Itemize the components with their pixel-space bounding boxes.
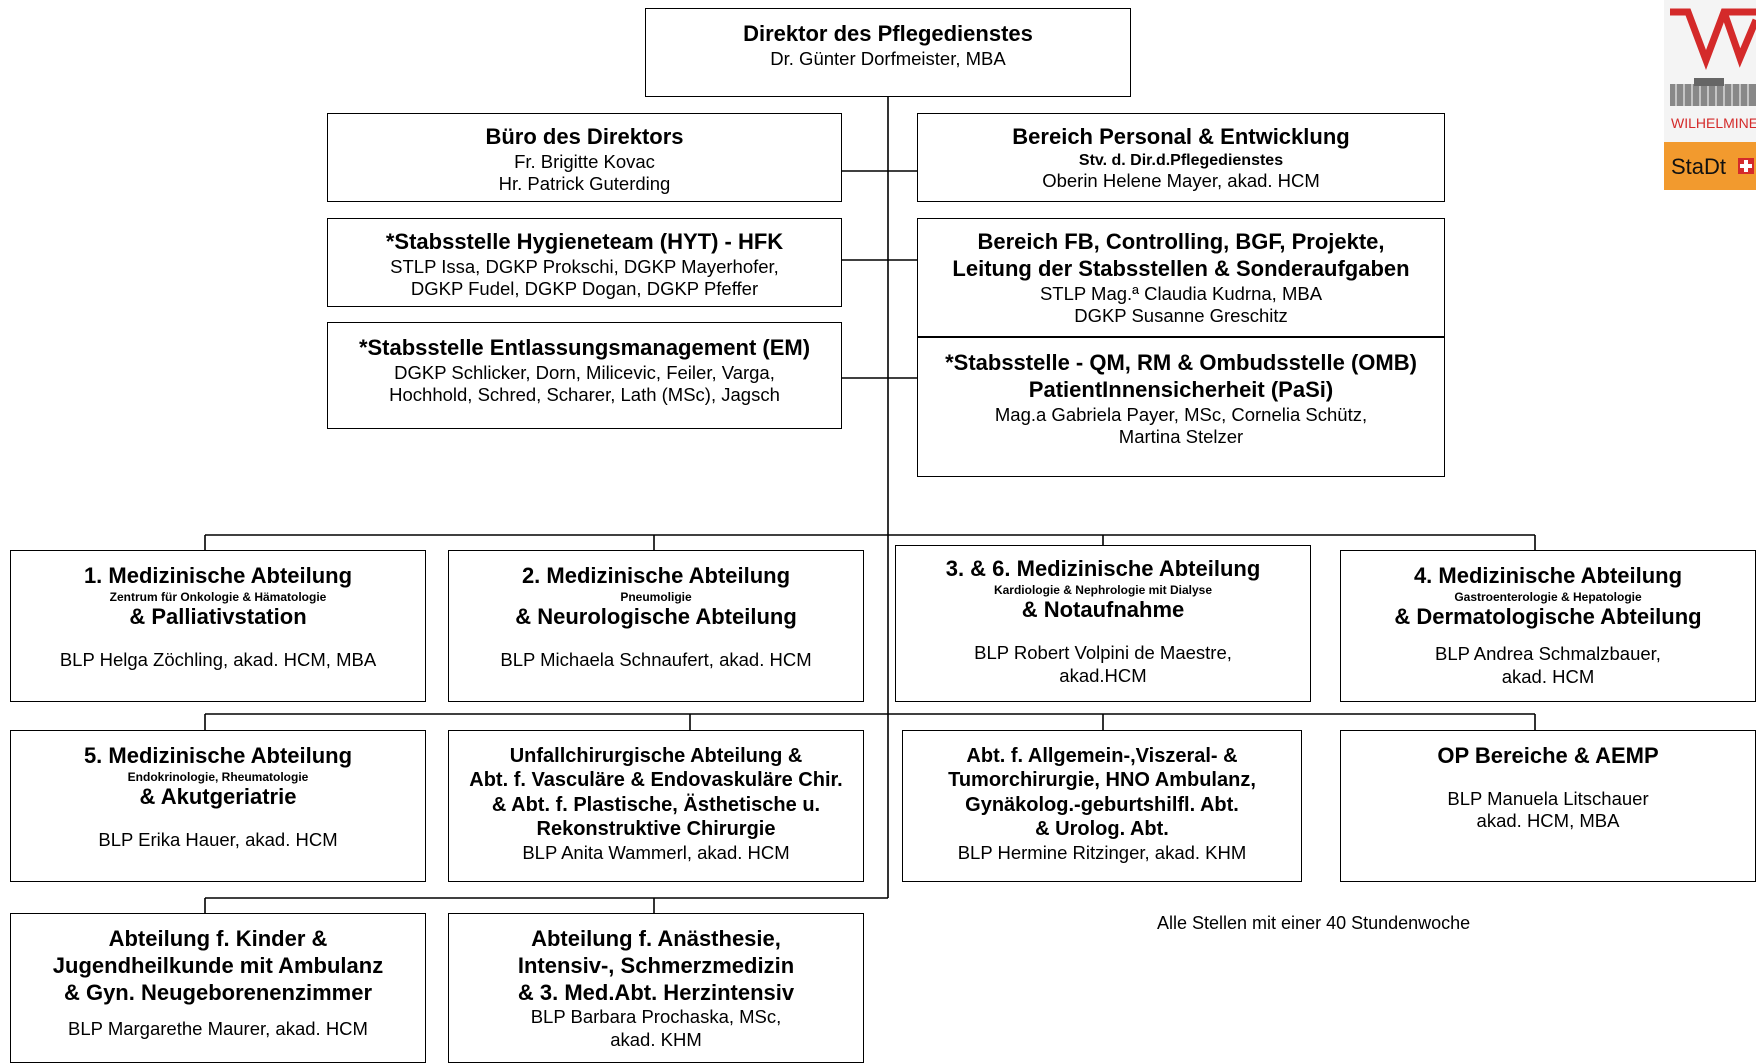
- staff-line: DGKP Susanne Greschitz: [1074, 305, 1288, 327]
- dept-box-2-med: 2. Medizinische Abteilung Pneumoligie & …: [448, 550, 864, 702]
- dept-box-4-med: 4. Medizinische Abteilung Gastroenterolo…: [1340, 550, 1756, 702]
- dept-subtitle: Zentrum für Onkologie & Hämatologie: [109, 589, 327, 604]
- staff-title: Leitung der Stabsstellen & Sonderaufgabe…: [952, 255, 1410, 281]
- dept-title-2: & Palliativstation: [129, 604, 307, 630]
- dept-title-2: & Notaufnahme: [1021, 597, 1185, 623]
- staff-box-buero: Büro des Direktors Fr. Brigitte Kovac Hr…: [327, 113, 842, 202]
- dept-title: & 3. Med.Abt. Herzintensiv: [517, 979, 795, 1005]
- staff-box-entlassung: *Stabsstelle Entlassungsmanagement (EM) …: [327, 322, 842, 429]
- dept-line: BLP Manuela Litschauer: [1447, 787, 1649, 809]
- dept-title-2: & Akutgeriatrie: [139, 784, 297, 810]
- dept-subtitle: Kardiologie & Nephrologie mit Dialyse: [993, 582, 1213, 597]
- staff-line: STLP Issa, DGKP Prokschi, DGKP Mayerhofe…: [390, 255, 779, 277]
- dept-title: Abteilung f. Kinder &: [108, 926, 328, 951]
- director-box: Direktor des Pflegedienstes Dr. Günter D…: [645, 8, 1131, 97]
- dept-line: BLP Robert Volpini de Maestre,: [974, 642, 1232, 664]
- dept-title: Tumorchirurgie, HNO Ambulanz,: [948, 769, 1256, 792]
- staff-line: Mag.a Gabriela Payer, MSc, Cornelia Schü…: [994, 403, 1368, 425]
- dept-box-3-6-med: 3. & 6. Medizinische Abteilung Kardiolog…: [895, 545, 1311, 702]
- staff-line: Fr. Brigitte Kovac: [514, 150, 655, 172]
- staff-line: Hr. Patrick Guterding: [498, 173, 671, 195]
- dept-title: Jugendheilkunde mit Ambulanz: [52, 952, 384, 978]
- footnote: Alle Stellen mit einer 40 Stundenwoche: [1157, 913, 1471, 933]
- director-title: Direktor des Pflegedienstes: [743, 21, 1033, 46]
- dept-subtitle: Endokrinologie, Rheumatologie: [127, 769, 309, 784]
- dept-line: BLP Anita Wammerl, akad. HCM: [522, 841, 790, 863]
- dept-subtitle: Pneumoligie: [620, 589, 692, 604]
- dept-title: & Abt. f. Plastische, Ästhetische u.: [491, 793, 821, 816]
- dept-title: 2. Medizinische Abteilung: [521, 563, 791, 588]
- director-name: Dr. Günter Dorfmeister, MBA: [770, 47, 1006, 69]
- staff-title: Büro des Direktors: [485, 124, 684, 149]
- dept-line: BLP Michaela Schnaufert, akad. HCM: [500, 649, 812, 671]
- dept-subtitle: Gastroenterologie & Hepatologie: [1454, 589, 1642, 604]
- dept-title: 5. Medizinische Abteilung: [83, 743, 353, 768]
- dept-title-2: & Dermatologische Abteilung: [1394, 604, 1702, 630]
- staff-box-qm: *Stabsstelle - QM, RM & Ombudsstelle (OM…: [917, 337, 1445, 477]
- dept-title: & Gyn. Neugeborenenzimmer: [63, 979, 373, 1005]
- dept-line: akad. HCM, MBA: [1476, 810, 1620, 832]
- staff-title: *Stabsstelle Hygieneteam (HYT) - HFK: [385, 229, 784, 254]
- dept-title: 1. Medizinische Abteilung: [83, 563, 353, 588]
- dept-title: Rekonstruktive Chirurgie: [536, 818, 776, 841]
- staff-box-personal: Bereich Personal & Entwicklung Stv. d. D…: [917, 113, 1445, 202]
- dept-box-anaesthesie: Abteilung f. Anästhesie, Intensiv-, Schm…: [448, 913, 864, 1063]
- dept-title: Intensiv-, Schmerzmedizin: [517, 952, 795, 978]
- hospital-logo: WILHELMINE StaDt: [1664, 0, 1756, 190]
- staff-title: *Stabsstelle Entlassungsmanagement (EM): [358, 335, 811, 360]
- staff-title: Bereich FB, Controlling, BGF, Projekte,: [977, 229, 1385, 254]
- staff-line: Hochhold, Schred, Scharer, Lath (MSc), J…: [389, 384, 780, 406]
- dept-line: akad. KHM: [610, 1029, 702, 1051]
- dept-box-op-bereiche: OP Bereiche & AEMP BLP Manuela Litschaue…: [1340, 730, 1756, 882]
- staff-title: PatientInnensicherheit (PaSi): [1028, 376, 1334, 402]
- staff-line: DGKP Fudel, DGKP Dogan, DGKP Pfeffer: [410, 278, 759, 300]
- staff-line: Martina Stelzer: [1118, 426, 1244, 448]
- logo-brand: StaDt: [1671, 154, 1726, 179]
- dept-line: BLP Hermine Ritzinger, akad. KHM: [957, 841, 1247, 863]
- dept-title-2: & Neurologische Abteilung: [515, 604, 797, 630]
- dept-title: 4. Medizinische Abteilung: [1413, 563, 1683, 588]
- dept-line: BLP Helga Zöchling, akad. HCM, MBA: [59, 649, 377, 671]
- dept-title: 3. & 6. Medizinische Abteilung: [945, 556, 1261, 581]
- dept-line: BLP Barbara Prochaska, MSc,: [530, 1006, 782, 1028]
- staff-title: Bereich Personal & Entwicklung: [1012, 124, 1350, 149]
- staff-title: *Stabsstelle - QM, RM & Ombudsstelle (OM…: [945, 350, 1417, 375]
- dept-box-unfallchirurgie: Unfallchirurgische Abteilung & Abt. f. V…: [448, 730, 864, 882]
- staff-line: Oberin Helene Mayer, akad. HCM: [1042, 170, 1320, 192]
- staff-line: STLP Mag.ª Claudia Kudrna, MBA: [1039, 282, 1323, 304]
- dept-title: Abteilung f. Anästhesie,: [531, 926, 781, 951]
- dept-box-allgemeinchirurgie: Abt. f. Allgemein-,Viszeral- & Tumorchir…: [902, 730, 1302, 882]
- dept-title: Gynäkolog.-geburtshilfl. Abt.: [965, 793, 1239, 816]
- dept-line: BLP Erika Hauer, akad. HCM: [98, 829, 338, 851]
- staff-box-controlling: Bereich FB, Controlling, BGF, Projekte, …: [917, 218, 1445, 337]
- dept-line: BLP Margarethe Maurer, akad. HCM: [68, 1018, 368, 1040]
- dept-title: OP Bereiche & AEMP: [1437, 743, 1659, 768]
- dept-title: Unfallchirurgische Abteilung &: [509, 745, 803, 767]
- staff-box-hygiene: *Stabsstelle Hygieneteam (HYT) - HFK STL…: [327, 218, 842, 307]
- dept-box-5-med: 5. Medizinische Abteilung Endokrinologie…: [10, 730, 426, 882]
- dept-line: BLP Andrea Schmalzbauer,: [1435, 643, 1661, 665]
- staff-line: DGKP Schlicker, Dorn, Milicevic, Feiler,…: [394, 361, 775, 383]
- dept-line: akad.HCM: [1059, 664, 1147, 686]
- dept-line: akad. HCM: [1501, 665, 1595, 687]
- staff-subtitle: Stv. d. Dir.d.Pflegedienstes: [1078, 151, 1284, 169]
- dept-box-kinder: Abteilung f. Kinder & Jugendheilkunde mi…: [10, 913, 426, 1063]
- dept-title: Abt. f. Vasculäre & Endovaskuläre Chir.: [469, 769, 843, 792]
- dept-title: Abt. f. Allgemein-,Viszeral- &: [966, 745, 1238, 767]
- logo-text: WILHELMINE: [1671, 115, 1756, 131]
- dept-box-1-med: 1. Medizinische Abteilung Zentrum für On…: [10, 550, 426, 702]
- dept-title: & Urolog. Abt.: [1035, 818, 1169, 841]
